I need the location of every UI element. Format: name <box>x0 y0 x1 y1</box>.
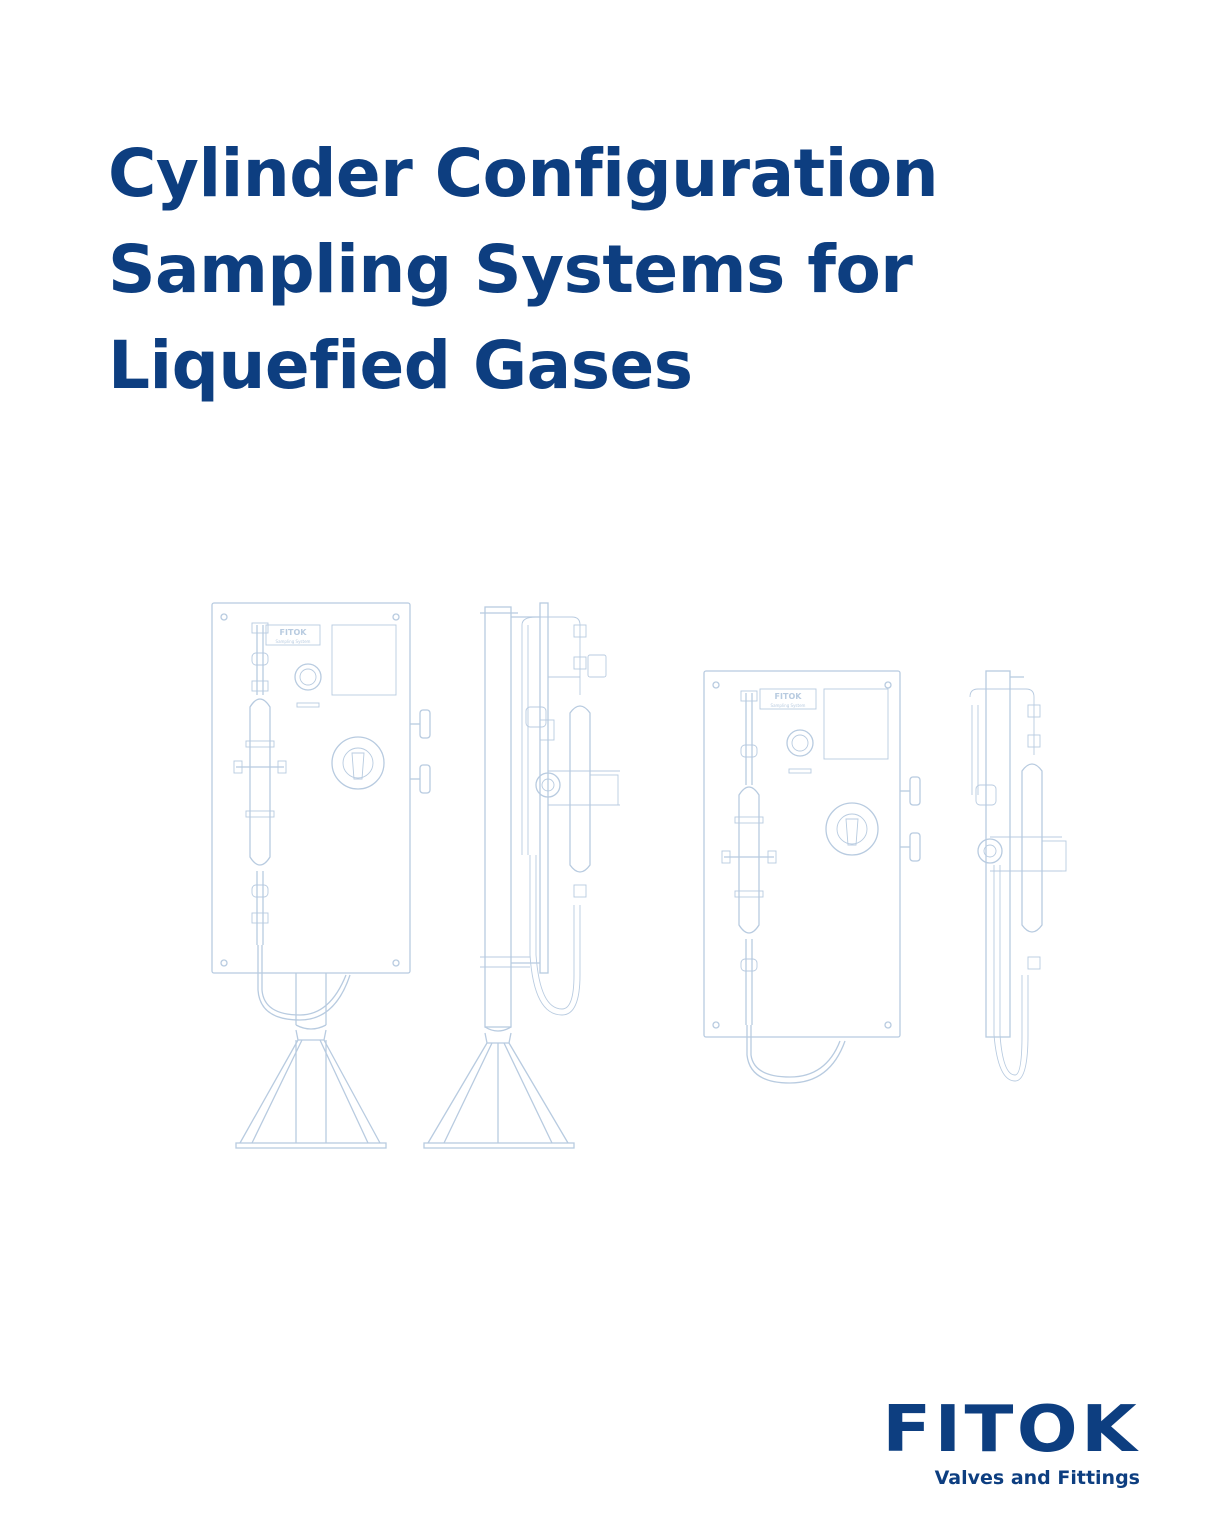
document-title: Cylinder Configuration Sampling Systems … <box>108 126 939 414</box>
panel-subtitle-text: Sampling System <box>276 639 311 644</box>
sampling-system-line-drawing: FITOK Sampling System <box>200 595 1080 1155</box>
svg-text:Sampling System: Sampling System <box>771 703 806 708</box>
logo-tagline: Valves and Fittings <box>934 1467 1140 1489</box>
stand-mounted-panel-side-view <box>423 602 620 1149</box>
title-line-1: Cylinder Configuration <box>108 135 939 212</box>
stand-mounted-panel-front-view: FITOK Sampling System <box>211 602 431 1149</box>
panel-brand-text: FITOK <box>280 628 308 637</box>
title-line-2: Sampling Systems for <box>108 231 913 308</box>
title-line-3: Liquefied Gases <box>108 327 693 404</box>
wall-mounted-panel-side-view <box>969 670 1067 1082</box>
wall-mounted-panel-front-view: FITOK Sampling System <box>703 670 921 1084</box>
svg-text:FITOK: FITOK <box>775 692 803 701</box>
logo-brand: FITOK <box>882 1393 1140 1467</box>
fitok-logo: FITOK Valves and Fittings <box>870 1398 1140 1490</box>
